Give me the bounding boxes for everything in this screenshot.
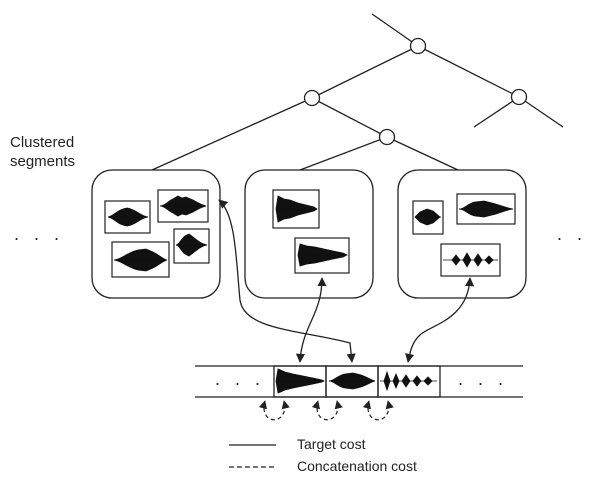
target-cost-arrow-2: [295, 277, 327, 363]
waveform-icon: [380, 370, 437, 392]
tree-edge: [386, 136, 459, 171]
tree-node: [409, 37, 427, 55]
tree-edge: [299, 136, 388, 171]
cluster-box-2: [244, 169, 374, 299]
waveform-icon: [328, 372, 376, 390]
ellipsis-right: . .: [557, 224, 588, 244]
tree-edge: [417, 45, 520, 98]
concatenation-cost-arrow-2: [311, 400, 343, 421]
waveform-icon: [113, 248, 168, 272]
tree-edge: [518, 96, 564, 128]
clustered-segments-label-line2: segments: [10, 153, 76, 170]
selected-unit-3: [377, 365, 441, 398]
legend-concatenation-cost-label: Concatenation cost: [297, 458, 417, 474]
clustered-segments-label-line1: Clustered: [10, 134, 75, 151]
waveform-icon: [107, 207, 149, 227]
waveform-icon: [275, 368, 325, 394]
waveform-icon: [175, 233, 208, 257]
sequence-ellipsis-right: . . .: [458, 369, 509, 389]
target-cost-arrow-3: [405, 277, 475, 363]
tree-edge: [311, 97, 388, 138]
waveform-icon: [159, 195, 207, 217]
waveform-icon: [414, 208, 441, 226]
ellipsis-left: . . .: [14, 224, 65, 244]
waveform-icon: [458, 200, 514, 218]
tree-node: [378, 128, 396, 146]
legend-target-cost-label: Target cost: [297, 436, 366, 452]
tree-node: [510, 88, 528, 106]
tree-edge: [311, 45, 419, 99]
cluster-tree: [151, 13, 564, 171]
concatenation-cost-arrow-1: [258, 400, 290, 421]
tree-edge: [473, 96, 520, 128]
tree-edge: [151, 97, 313, 171]
sequence-ellipsis-left: . . .: [215, 369, 266, 389]
tree-node: [303, 89, 321, 107]
waveform-icon: [443, 252, 498, 268]
tree-edge-top: [371, 13, 419, 47]
concatenation-cost-arrow-3: [362, 400, 394, 421]
